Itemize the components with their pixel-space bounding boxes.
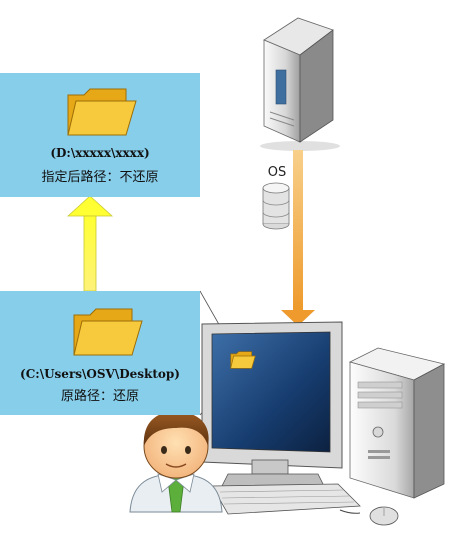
folder-icon [73, 308, 143, 356]
source-path-box: (C:\Users\OSV\Desktop) 原路径：还原 [0, 291, 200, 415]
target-path-box: (D:\xxxxx\xxxx) 指定后路径：不还原 [0, 73, 200, 197]
monitor-icon [201, 321, 343, 491]
server-icon [260, 17, 340, 151]
source-path-text: (C:\Users\OSV\Desktop) [20, 367, 180, 381]
mouse-icon [339, 506, 399, 526]
down-arrow [281, 150, 315, 326]
database-icon [262, 182, 290, 230]
source-path-description: 原路径：还原 [60, 389, 139, 404]
person-avatar-icon [129, 411, 223, 513]
folder-icon [67, 88, 137, 136]
target-path-text: (D:\xxxxx\xxxx) [50, 146, 150, 160]
keyboard-icon [211, 483, 361, 515]
up-arrow [66, 195, 114, 292]
os-label: OS [267, 165, 287, 180]
pc-tower-icon [348, 347, 446, 499]
target-path-description: 指定后路径：不还原 [41, 170, 159, 185]
screen-folder-icon [230, 351, 256, 369]
